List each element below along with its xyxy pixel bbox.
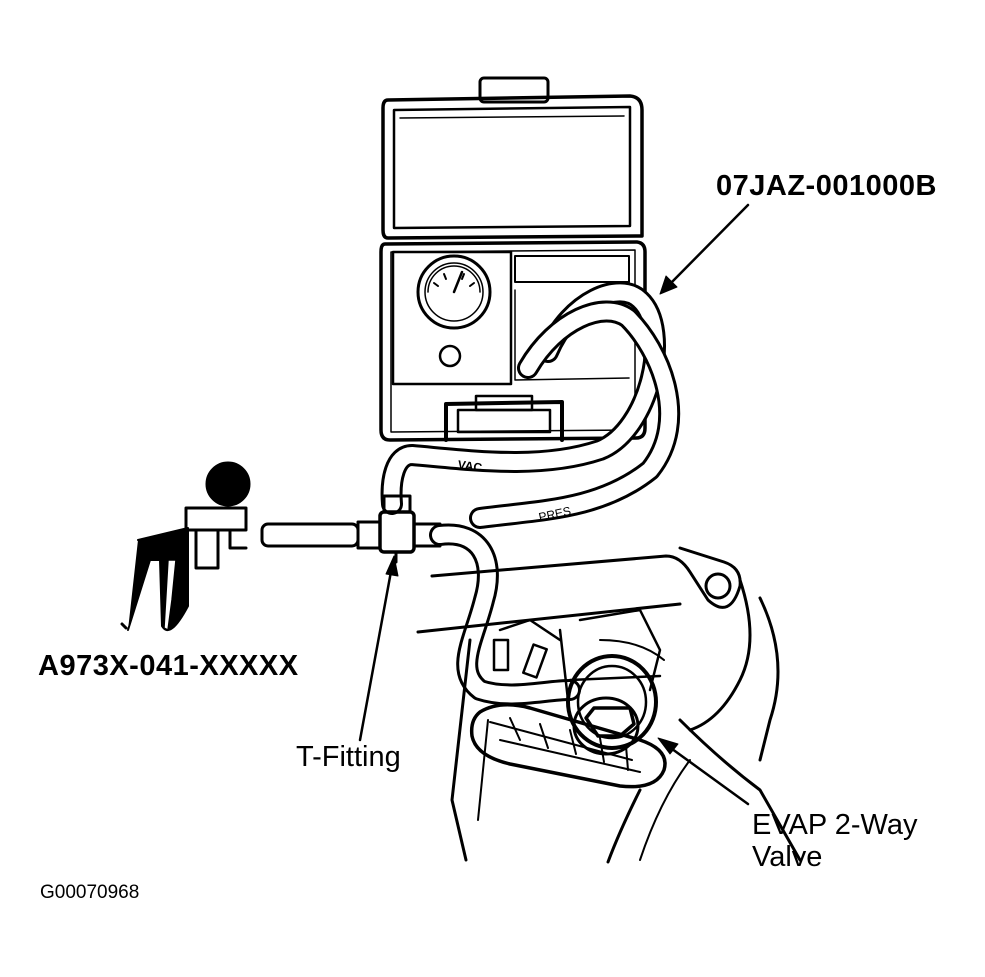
- tester-lid: [381, 94, 644, 240]
- pressure-gauge-icon: [416, 254, 492, 330]
- vacuum-pump: [120, 461, 251, 631]
- vac-tag: VAC: [457, 458, 483, 475]
- connector-line: [260, 520, 382, 550]
- case-handle: [444, 400, 564, 442]
- pump-gauge-icon: [205, 461, 251, 507]
- t-fitting-label: T-Fitting: [296, 741, 401, 773]
- canister-tray: [469, 703, 667, 789]
- vac-tag-text: VAC: [457, 458, 483, 475]
- figure-id: G00070968: [40, 882, 140, 903]
- vehicle-frame: [416, 546, 802, 864]
- evap-valve-label-line2: Valve: [752, 841, 823, 873]
- pres-tag: PRES: [537, 504, 572, 524]
- pres-hose: [469, 300, 681, 529]
- leader-evap-valve: [657, 737, 750, 806]
- gauge-knob-icon: [438, 344, 462, 368]
- tester-base: [379, 240, 647, 442]
- evap-valve-part: [566, 654, 662, 756]
- evap-valve-label-line1: EVAP 2-Way: [752, 809, 918, 841]
- tester-part-label: 07JAZ-001000B: [716, 170, 937, 202]
- lid-latch-tab: [478, 76, 550, 104]
- gauge-panel: [391, 250, 513, 386]
- vac-hose: [380, 281, 666, 515]
- tester-case: [379, 76, 647, 442]
- pump-part-label: A973X-041-XXXXX: [38, 650, 299, 682]
- leader-t-fitting: [358, 555, 399, 742]
- pres-tag-text: PRES: [537, 504, 572, 524]
- leader-tester: [659, 203, 750, 295]
